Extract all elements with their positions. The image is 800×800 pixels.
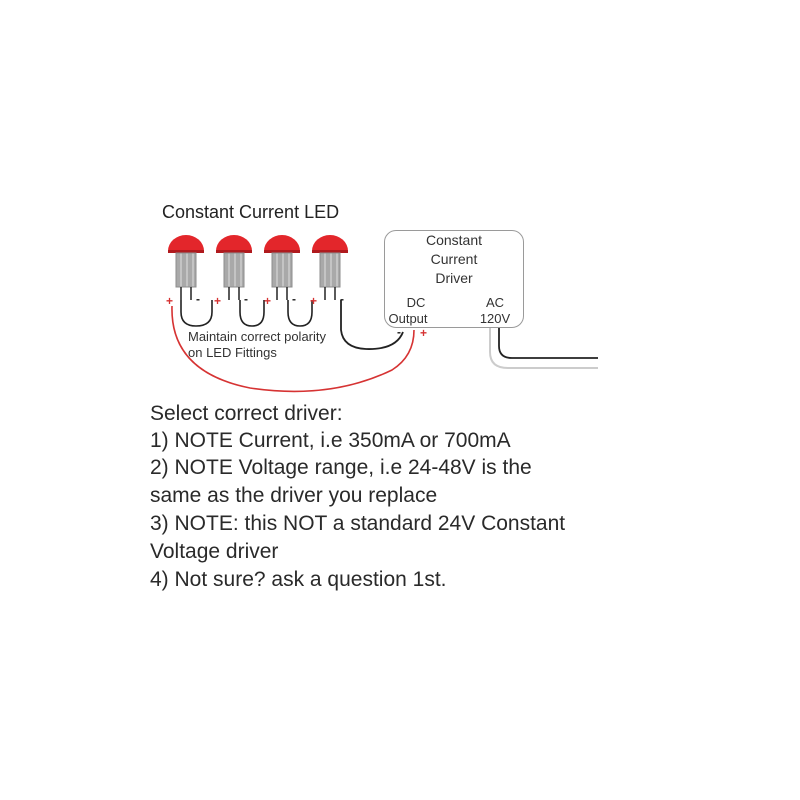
driver-title-line-1: Constant (425, 232, 483, 248)
ac-wire-black (498, 328, 598, 359)
plus-sign: + (214, 294, 222, 308)
instruction-line-6: 4) Not sure? ask a question 1st. (150, 568, 447, 591)
driver-title-line-2: Current (430, 251, 478, 267)
minus-sign: - (340, 292, 344, 306)
minus-sign: - (244, 292, 248, 306)
instruction-line-4: 3) NOTE: this NOT a standard 24V Constan… (150, 512, 566, 535)
diagram-title: Constant Current LED (162, 202, 340, 222)
series-jumper-wires (180, 300, 313, 327)
driver-title-line-3: Driver (435, 270, 473, 286)
plus-sign: + (166, 294, 174, 308)
dc-output-label: Output (388, 311, 428, 326)
instruction-line-5: Voltage driver (150, 540, 279, 563)
plus-sign: + (310, 294, 318, 308)
led-fitting-2 (216, 235, 252, 288)
dc-minus-sign: - (397, 325, 401, 339)
ac-voltage-label: 120V (479, 311, 511, 326)
instruction-line-1: 1) NOTE Current, i.e 350mA or 700mA (150, 429, 511, 452)
instruction-heading: Select correct driver: (150, 402, 343, 425)
dc-plus-sign: + (420, 326, 428, 340)
ac-wire-gray (489, 328, 598, 369)
dc-label: DC (406, 295, 426, 310)
instruction-line-2: 2) NOTE Voltage range, i.e 24-48V is the (150, 456, 532, 479)
led-leads (180, 287, 336, 300)
polarity-note-line-2: on LED Fittings (188, 345, 277, 360)
minus-sign: - (292, 292, 296, 306)
ac-label: AC (485, 295, 505, 310)
negative-wire (340, 300, 404, 350)
minus-sign: - (196, 292, 200, 306)
led-fitting-3 (264, 235, 300, 288)
positive-wire (171, 305, 415, 393)
driver-box (384, 230, 524, 328)
led-fitting-1 (168, 235, 204, 288)
plus-sign: + (264, 294, 272, 308)
instruction-line-3: same as the driver you replace (150, 484, 438, 507)
polarity-note-line-1: Maintain correct polarity (188, 329, 326, 344)
led-fitting-4 (312, 235, 348, 288)
